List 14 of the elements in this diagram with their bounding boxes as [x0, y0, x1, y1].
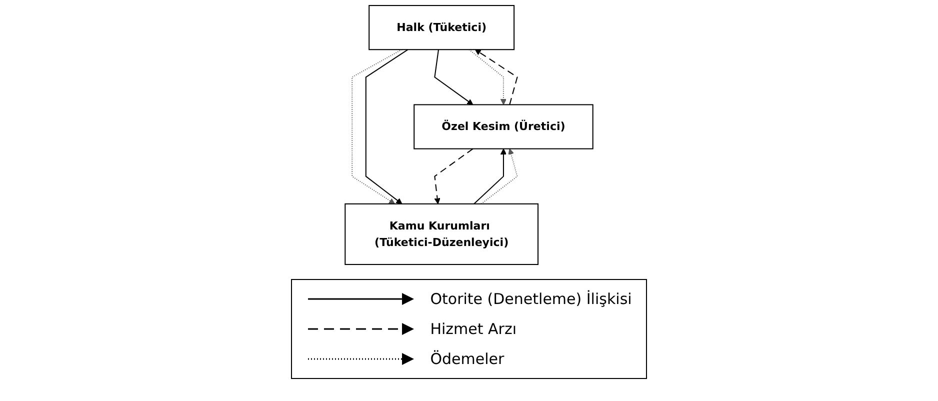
legend-text: Otorite (Denetleme) İlişkisi [430, 290, 632, 308]
arrow [474, 148, 506, 204]
legend-text: Ödemeler [430, 350, 504, 368]
arrow [434, 50, 474, 105]
arrow [480, 148, 518, 204]
arrow [468, 49, 506, 105]
node-box: Halk (Tüketici) [368, 5, 515, 50]
arrow [365, 49, 408, 204]
arrow [352, 49, 402, 204]
node-box: Kamu Kurumları (Tüketici-Düzenleyici) [344, 203, 539, 265]
node-box: Özel Kesim (Üretici) [414, 104, 594, 150]
arrow [474, 49, 518, 105]
legend-text: Hizmet Arzı [430, 320, 516, 338]
arrow [434, 148, 474, 204]
